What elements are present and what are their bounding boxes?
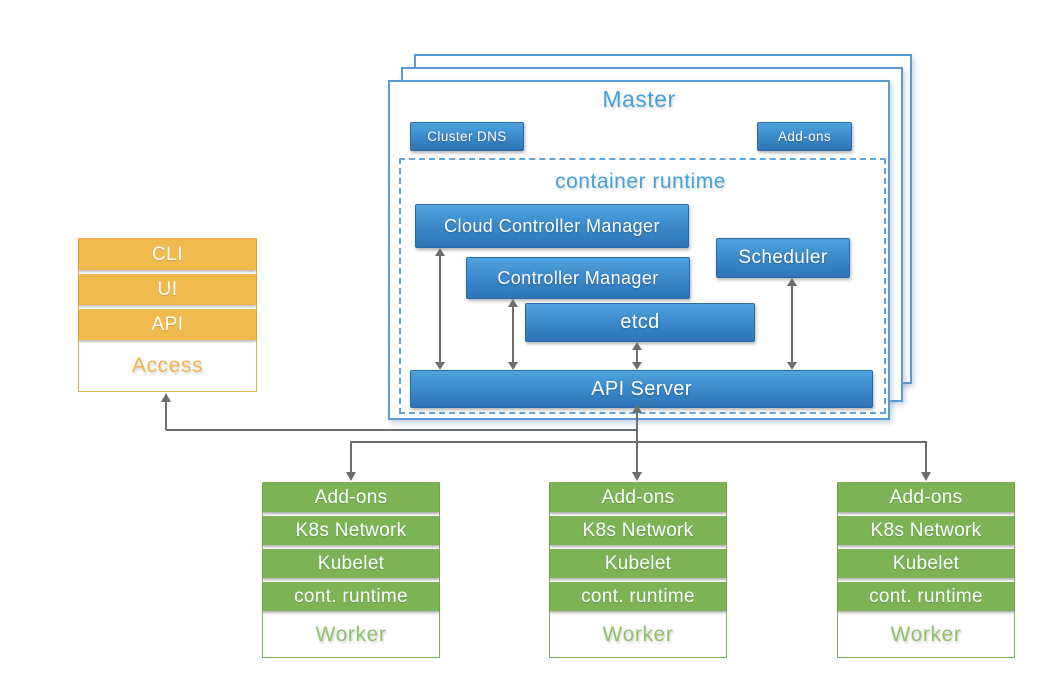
worker-row-k8s-network-label: K8s Network [582,519,694,541]
arrow-scheduler-api-server [787,278,797,370]
arrow-controller-manager-api-server [508,299,518,370]
cloud-controller-manager-label: Cloud Controller Manager [444,215,660,236]
scheduler-box: Scheduler [716,238,850,278]
access-item-api: API [79,309,256,340]
worker-row-addons-label: Add-ons [314,486,388,508]
arrowhead-down-icon [921,472,931,481]
worker-row-addons-label: Add-ons [601,486,675,508]
arrow-cloud-controller-manager-api-server [435,248,445,370]
worker-row-kubelet: Kubelet [838,549,1014,578]
arrow-etcd-api-server [632,342,642,370]
scheduler-label: Scheduler [738,247,828,268]
worker-row-cont-runtime: cont. runtime [838,582,1014,611]
arrowhead-down-icon [632,362,642,370]
worker-row-kubelet-label: Kubelet [604,552,672,574]
arrowhead-down-icon [346,472,356,481]
worker-title: Worker [890,623,962,646]
worker-row-cont-runtime: cont. runtime [263,582,439,611]
worker-row-cont-runtime-label: cont. runtime [294,585,408,607]
master-addons-label: Add-ons [777,129,832,144]
controller-manager-label: Controller Manager [497,267,659,288]
arrowhead-up-icon [787,278,797,286]
worker-row-k8s-network-label: K8s Network [870,519,982,541]
worker-row-kubelet: Kubelet [263,549,439,578]
arrowhead-up-icon [632,342,642,350]
worker-node-3: Add-ons K8s Network Kubelet cont. runtim… [837,482,1015,658]
worker-row-kubelet-label: Kubelet [317,552,385,574]
connector-worker3-vertical [925,441,927,473]
arrowhead-up-icon [508,299,518,307]
worker-row-cont-runtime-label: cont. runtime [581,585,695,607]
worker-row-k8s-network-label: K8s Network [295,519,407,541]
connector-worker1-vertical [350,441,352,473]
worker-row-addons: Add-ons [550,483,726,512]
cluster-dns-box: Cluster DNS [410,122,524,151]
worker-row-cont-runtime-label: cont. runtime [869,585,983,607]
connector-workers-horizontal [351,441,927,443]
controller-manager-box: Controller Manager [466,257,690,299]
worker-title: Worker [602,623,674,646]
worker-row-addons: Add-ons [263,483,439,512]
worker-row-k8s-network: K8s Network [550,516,726,545]
etcd-label: etcd [620,311,660,333]
access-item-ui: UI [79,274,256,305]
access-item-cli: CLI [79,239,256,270]
worker-row-k8s-network: K8s Network [263,516,439,545]
connector-access-horizontal [166,429,637,431]
arrowhead-up-icon [632,404,642,413]
worker-node-2: Add-ons K8s Network Kubelet cont. runtim… [549,482,727,658]
access-item-api-label: API [151,313,184,335]
worker-row-addons-label: Add-ons [889,486,963,508]
arrowhead-down-icon [787,362,797,370]
cloud-controller-manager-box: Cloud Controller Manager [415,204,689,248]
arrowhead-down-icon [632,472,642,481]
access-item-cli-label: CLI [151,243,184,265]
connector-access-vertical [165,400,167,430]
worker-node-1: Add-ons K8s Network Kubelet cont. runtim… [262,482,440,658]
container-runtime-label: container runtime [555,170,726,193]
worker-row-cont-runtime: cont. runtime [550,582,726,611]
master-addons-box: Add-ons [757,122,852,151]
worker-row-kubelet-label: Kubelet [892,552,960,574]
worker-title: Worker [315,623,387,646]
etcd-box: etcd [525,303,755,342]
api-server-label: API Server [591,377,692,400]
arrowhead-down-icon [508,362,518,370]
worker-row-addons: Add-ons [838,483,1014,512]
worker-row-kubelet: Kubelet [550,549,726,578]
container-runtime-group [399,158,886,414]
cluster-dns-label: Cluster DNS [427,129,507,144]
api-server-box: API Server [410,370,873,408]
access-item-ui-label: UI [157,278,178,300]
master-title: Master [602,86,676,112]
arrowhead-up-icon [435,248,445,256]
access-title: Access [131,354,204,377]
arrowhead-up-icon [161,393,171,402]
arrowhead-down-icon [435,362,445,370]
access-panel: CLI UI API Access [78,238,257,392]
worker-row-k8s-network: K8s Network [838,516,1014,545]
